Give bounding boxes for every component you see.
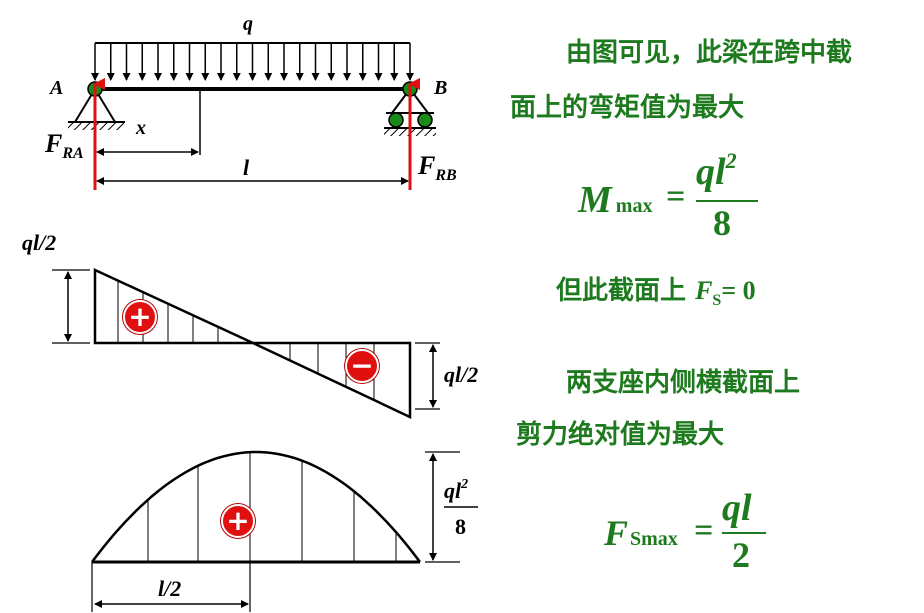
distributed-load	[91, 42, 414, 81]
fsmax-denominator: 2	[732, 535, 750, 575]
moment-positive-sign: +	[221, 504, 255, 538]
position-label-x: x	[135, 117, 146, 139]
fsmax-numerator: ql	[722, 487, 752, 529]
load-arrows	[91, 43, 414, 81]
fsmax-fraction-bar	[722, 532, 766, 534]
moment-diagram	[91, 450, 421, 564]
reaction-label-b: FRB	[417, 151, 457, 184]
shear-right-label: ql/2	[444, 362, 478, 387]
shear-positive-sign: +	[123, 300, 157, 334]
text-line-1: 由图可见，此梁在跨中截	[566, 38, 853, 68]
text-line-4: 两支座内侧横截面上	[566, 368, 801, 398]
moment-peak-numerator: ql2	[444, 477, 468, 503]
fsmax-equals: =	[694, 512, 714, 549]
moment-hatching	[147, 452, 397, 562]
support-label-a: A	[48, 77, 63, 99]
mmax-equals: =	[666, 178, 686, 215]
shear-negative-sign: −	[345, 349, 379, 383]
mmax-numerator: ql2	[696, 148, 737, 193]
text-line-5: 剪力绝对值为最大	[516, 420, 725, 450]
load-label: q	[243, 13, 253, 35]
text-line-2: 面上的弯矩值为最大	[510, 93, 745, 123]
span-label-l: l	[243, 155, 250, 180]
moment-peak-denominator: 8	[455, 514, 466, 539]
text-line-3: 但此截面上 FS= 0	[556, 276, 756, 309]
shear-left-label: ql/2	[22, 230, 56, 255]
midspan-label: l/2	[158, 576, 181, 601]
shear-diagram	[93, 268, 412, 419]
reaction-label-a: FRA	[44, 129, 84, 162]
mmax-fraction-bar	[696, 200, 758, 202]
support-label-b: B	[433, 77, 447, 99]
mmax-denominator: 8	[713, 203, 731, 243]
